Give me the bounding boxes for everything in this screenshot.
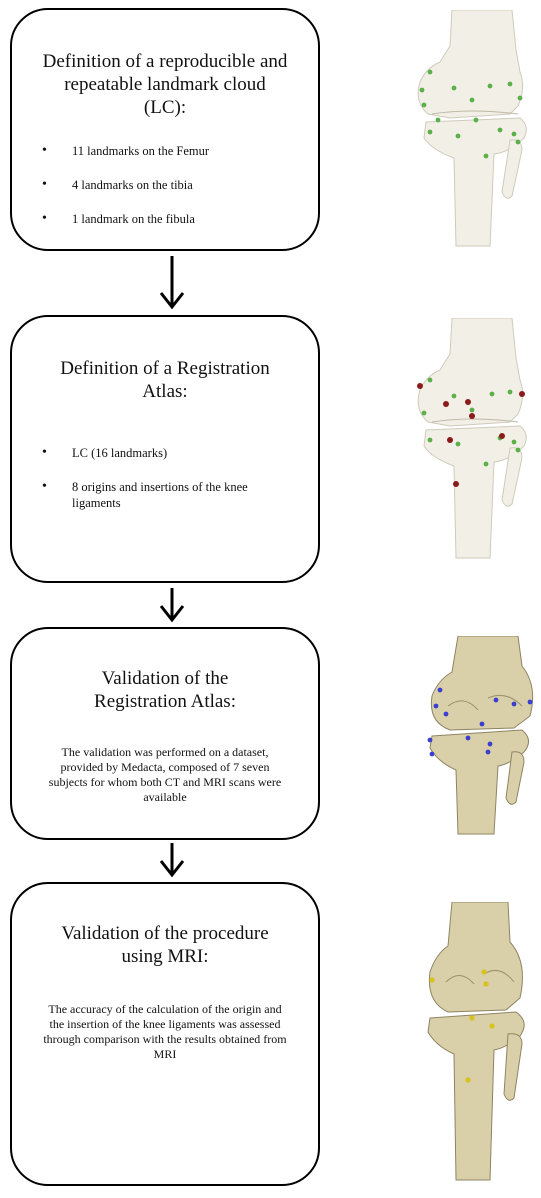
bullet-dot-icon: • xyxy=(42,445,47,461)
bullet-item: •1 landmark on the fibula xyxy=(12,211,318,227)
bullet-item: •8 origins and insertions of the knee li… xyxy=(12,479,318,511)
arrow-down-icon xyxy=(158,256,186,312)
step-box-atlas-validation: Validation of the Registration Atlas: Th… xyxy=(10,627,320,840)
step-box-registration-atlas: Definition of a Registration Atlas: •LC … xyxy=(10,315,320,583)
knee-model-mri-validation-image xyxy=(418,902,540,1192)
bullet-item: •11 landmarks on the Femur xyxy=(12,143,318,159)
step-title: Validation of the Registration Atlas: xyxy=(12,667,318,713)
bullet-dot-icon: • xyxy=(42,211,47,227)
arrow-down-icon xyxy=(158,843,186,879)
knee-model-registration-atlas-image xyxy=(410,318,540,563)
step-description: The accuracy of the calculation of the o… xyxy=(12,1002,318,1062)
step-title: Definition of a reproducible and repeata… xyxy=(12,50,318,119)
knee-model-atlas-validation-image xyxy=(418,636,540,836)
bullet-dot-icon: • xyxy=(42,479,47,495)
bullet-item: •LC (16 landmarks) xyxy=(12,445,318,461)
bullet-dot-icon: • xyxy=(42,177,47,193)
bullet-dot-icon: • xyxy=(42,143,47,159)
arrow-down-icon xyxy=(158,588,186,624)
step-box-landmark-cloud: Definition of a reproducible and repeata… xyxy=(10,8,320,251)
step-title: Definition of a Registration Atlas: xyxy=(12,357,318,403)
bullet-item: •4 landmarks on the tibia xyxy=(12,177,318,193)
step-description: The validation was performed on a datase… xyxy=(12,745,318,805)
bullet-list: •LC (16 landmarks) •8 origins and insert… xyxy=(12,445,318,511)
bullet-list: •11 landmarks on the Femur •4 landmarks … xyxy=(12,143,318,227)
step-title: Validation of the procedure using MRI: xyxy=(12,922,318,968)
knee-model-landmark-cloud-image xyxy=(410,10,540,250)
step-box-mri-validation: Validation of the procedure using MRI: T… xyxy=(10,882,320,1186)
